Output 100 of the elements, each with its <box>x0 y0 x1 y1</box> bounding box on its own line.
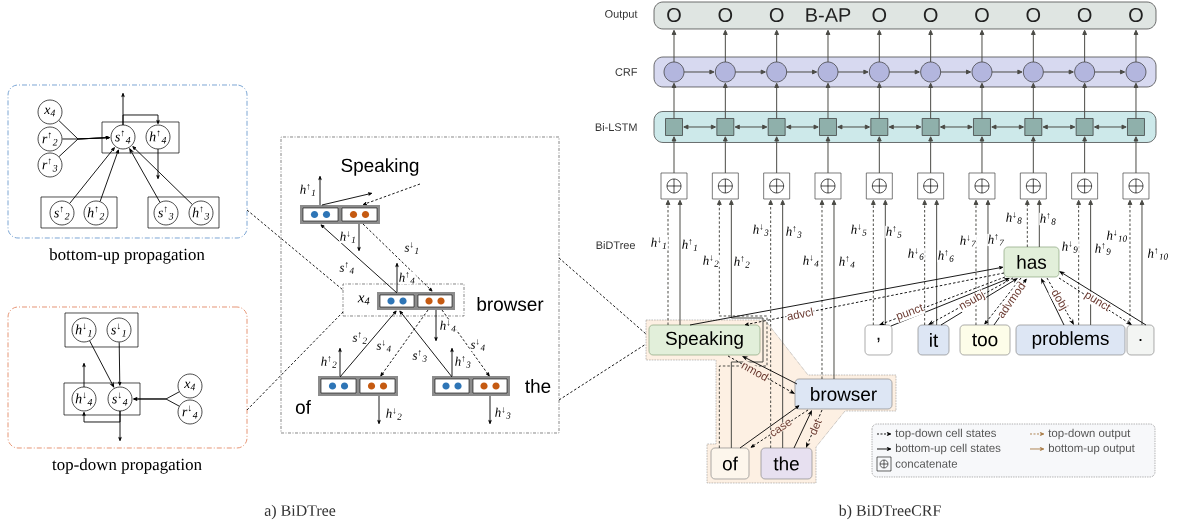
word-box: it <box>917 324 950 356</box>
edge-label: det <box>807 417 823 437</box>
arrow <box>876 29 882 63</box>
arrow <box>774 136 780 174</box>
arrow <box>671 29 677 63</box>
arrow <box>118 410 122 442</box>
arrow <box>1088 199 1093 326</box>
arrow <box>318 175 322 206</box>
arrow <box>129 148 161 203</box>
word-box: browser <box>794 378 893 410</box>
output-tag: O <box>1077 7 1092 23</box>
crf-node <box>817 61 839 83</box>
double-arrow <box>683 124 717 130</box>
crf-node <box>663 61 685 83</box>
dashed-arrow <box>819 199 825 380</box>
dashed-arrow <box>362 183 421 206</box>
word-label: of <box>295 400 311 414</box>
edge-label: s$^{↓}$1 <box>403 241 421 255</box>
arrow <box>793 410 812 449</box>
edge-label: h$^{↓}$4 <box>439 319 457 333</box>
edge-label: h$^{↑}$2 <box>320 355 338 369</box>
arrow <box>132 146 193 205</box>
output-tag: B-AP <box>806 8 851 22</box>
arrow <box>1082 29 1087 63</box>
dashed-arrow <box>768 199 774 449</box>
arrow <box>739 405 800 449</box>
dashed-arrow <box>750 409 809 448</box>
arrow <box>876 82 882 119</box>
edge-label: h$^{↓}$8 <box>1005 211 1023 225</box>
lstm-unit <box>1024 118 1043 136</box>
concat-box <box>712 172 739 200</box>
concat-box <box>763 172 790 200</box>
arrow <box>780 199 786 449</box>
concat-box <box>1122 172 1150 200</box>
cell-box <box>64 312 139 348</box>
edge-label: case <box>768 417 794 439</box>
arrow <box>1042 69 1074 75</box>
edge-label: h$^{↑}$10 <box>1146 247 1170 261</box>
row-label: BiDTree <box>596 240 635 249</box>
arrow <box>82 410 121 423</box>
crf-node <box>1074 61 1095 83</box>
double-arrow <box>888 124 922 130</box>
arrow <box>876 136 882 174</box>
word-box: , <box>864 324 893 356</box>
caption: a) BiDTree <box>264 504 336 520</box>
edge-label: h$^{↑}$1 <box>299 183 317 197</box>
output-tag: O <box>1129 7 1143 23</box>
lstm-unit <box>819 118 837 136</box>
lstm-unit <box>973 118 991 136</box>
arrow <box>837 69 869 75</box>
arrow <box>722 29 728 63</box>
arrow <box>89 340 115 388</box>
arrow <box>882 199 888 326</box>
edge-label: h$^{↓}$6 <box>907 247 925 261</box>
output-tag: O <box>1026 7 1041 23</box>
edge-label: advcl <box>785 306 815 322</box>
arrow <box>1030 136 1036 174</box>
connector-line <box>246 311 344 411</box>
cell-box <box>101 121 180 154</box>
edge-label: h$^{↓}$4 <box>802 254 820 268</box>
arrow <box>488 395 492 425</box>
arrow <box>339 310 397 378</box>
word-box: . <box>1126 324 1155 356</box>
arrow <box>774 29 780 63</box>
crf-node <box>868 61 890 83</box>
arrow <box>118 341 122 386</box>
arrow <box>1030 82 1036 119</box>
arrow <box>689 266 1004 326</box>
word-label: Speaking <box>341 158 419 176</box>
dashed-arrow <box>1058 277 1132 325</box>
arrow <box>825 29 831 63</box>
dashed-arrow <box>973 199 979 326</box>
double-arrow <box>785 124 819 130</box>
concat-box <box>660 172 688 200</box>
arrow <box>728 199 764 449</box>
arrow <box>99 149 119 202</box>
crf-node <box>766 61 787 83</box>
double-arrow <box>939 124 973 130</box>
edge-label: h$^{↓}$2 <box>385 407 403 421</box>
concat-box <box>1071 172 1098 200</box>
caption: b) BiDTreeCRF <box>838 504 941 520</box>
dashed-arrow <box>1076 199 1081 326</box>
concat-box <box>814 172 842 200</box>
arrow <box>890 278 1010 327</box>
crf-node <box>920 61 941 83</box>
cell-box <box>147 196 220 229</box>
legend-text: bottom-up output <box>1048 443 1135 455</box>
lstm-unit <box>870 118 889 136</box>
edge-label: punct <box>894 302 926 323</box>
output-tag: O <box>718 7 733 23</box>
dashed-arrow <box>744 272 1005 326</box>
dashed-arrow <box>362 223 433 292</box>
cell-box <box>40 196 118 229</box>
edge-label: h$^{↓}$10 <box>1105 229 1129 243</box>
dashed-arrow <box>928 277 1014 325</box>
word-box: the <box>760 447 813 480</box>
arrow <box>979 136 985 174</box>
arrow <box>786 69 818 75</box>
dashed-arrow <box>727 355 795 394</box>
edge-label: h$^{↑}$8 <box>1039 212 1057 226</box>
